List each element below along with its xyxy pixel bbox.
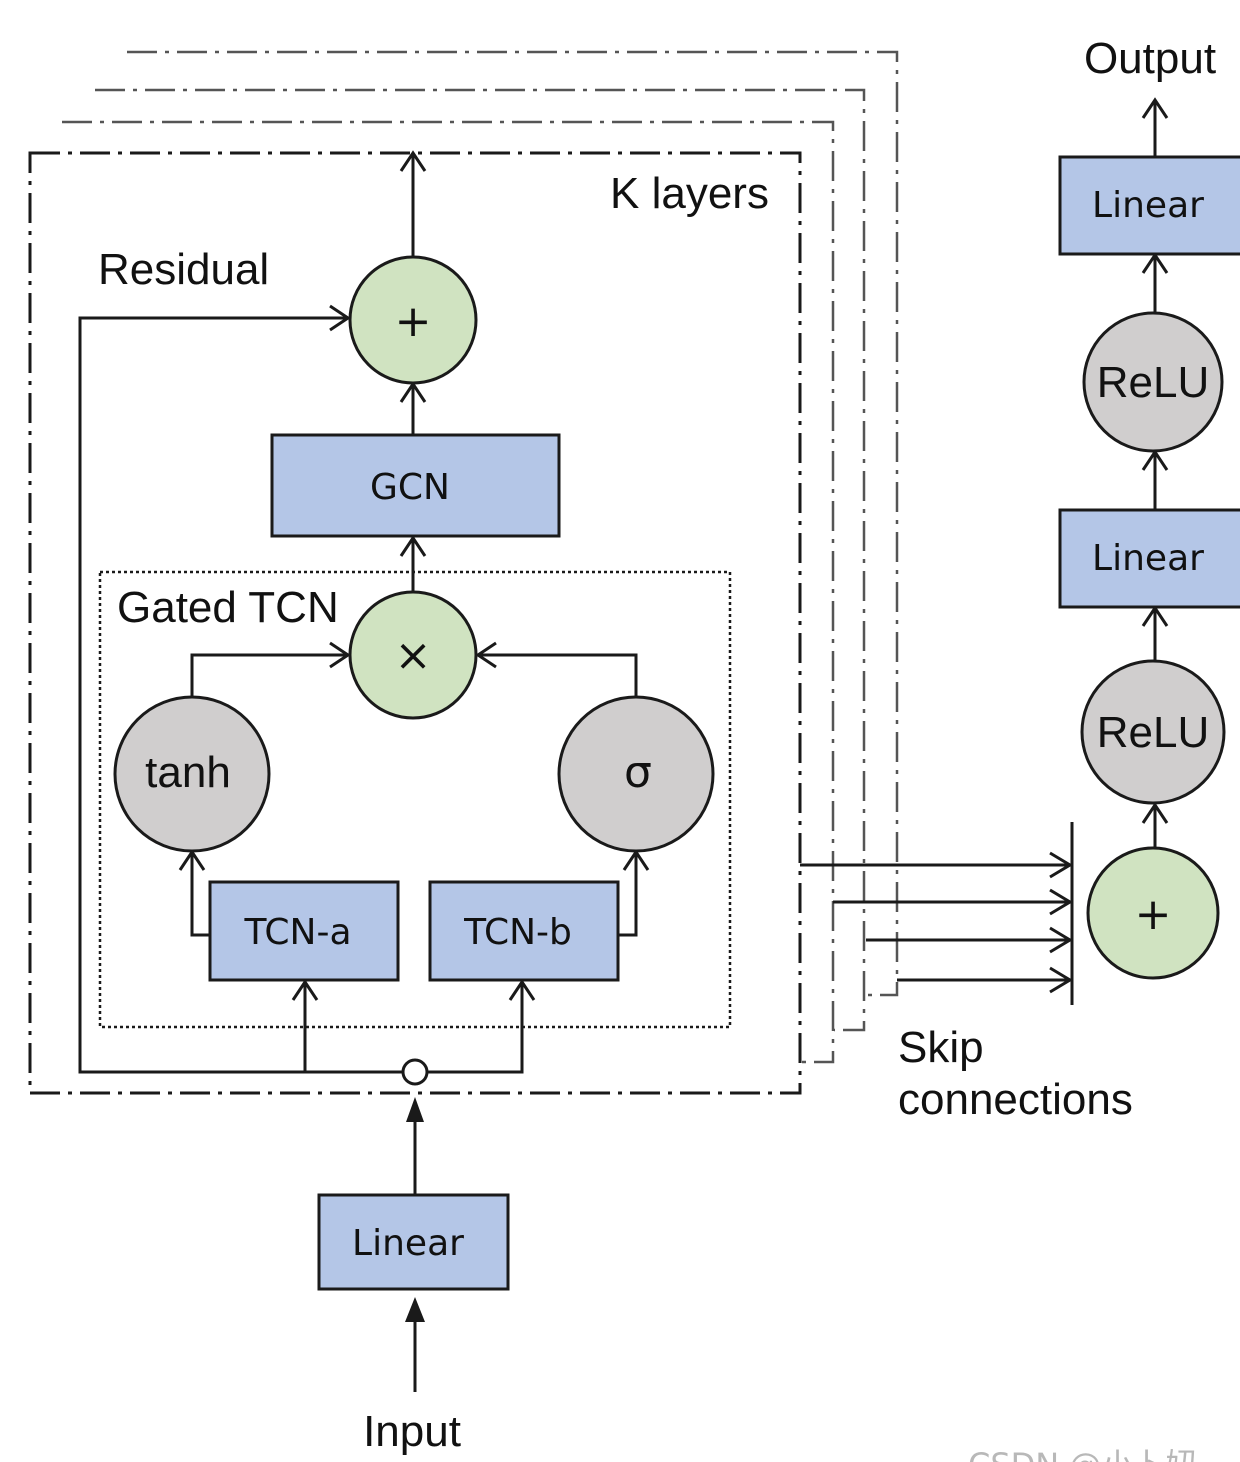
relu-1-node xyxy=(1082,311,1224,453)
watermark: CSDN @小卜妞~ xyxy=(968,1446,1224,1462)
tanh-node xyxy=(113,695,271,853)
residual-arrowhead xyxy=(329,304,351,332)
k-layers-label: K layers xyxy=(610,169,769,218)
skip-connections-label-2: connections xyxy=(898,1075,1133,1124)
gcn-in-arrowhead xyxy=(399,535,427,557)
multiply-right-arrowhead xyxy=(475,641,497,669)
linear-in-label: Linear xyxy=(352,1223,464,1264)
residual-add-label: + xyxy=(395,296,432,347)
skip-add-label: + xyxy=(1135,889,1172,940)
layer-frame-main xyxy=(28,151,802,1095)
tcn-a-label: TCN-a xyxy=(244,912,352,953)
skip-arrowhead-4 xyxy=(1049,966,1073,994)
relu-1-label: ReLU xyxy=(1097,358,1210,407)
tcn-b-to-sigma-wire xyxy=(618,852,638,937)
linear-out-box xyxy=(1058,155,1240,256)
split-to-tcn-b-wire xyxy=(427,982,524,1074)
skip-add-node xyxy=(1086,846,1220,980)
multiply-node xyxy=(348,590,478,720)
relu-2-in-arrowhead xyxy=(1141,802,1169,824)
output-label: Output xyxy=(1084,34,1216,83)
tcn-a-in-arrowhead xyxy=(291,979,319,1001)
multiply-label: × xyxy=(395,630,432,681)
linear-mid-label: Linear xyxy=(1092,538,1204,579)
skip-connections-label-1: Skip xyxy=(898,1023,984,1072)
linear-out-label: Linear xyxy=(1092,185,1204,226)
tcn-b-box xyxy=(428,880,620,982)
gcn-box xyxy=(270,433,561,538)
sigma-node xyxy=(557,695,715,853)
tcn-b-label: TCN-b xyxy=(463,912,572,953)
gated-tcn-label: Gated TCN xyxy=(117,583,339,632)
gated-tcn-frame xyxy=(98,570,732,1029)
tcn-a-to-tanh-wire xyxy=(190,852,210,937)
tanh-label: tanh xyxy=(145,748,231,797)
relu-2-label: ReLU xyxy=(1097,708,1210,757)
tanh-to-multiply-wire xyxy=(190,653,348,696)
layer-output-arrowhead xyxy=(399,150,427,172)
tcn-a-box xyxy=(208,880,400,982)
gcn-label: GCN xyxy=(370,467,450,508)
linear-mid-box xyxy=(1058,508,1240,609)
residual-wire xyxy=(78,316,403,1074)
relu-2-node xyxy=(1080,659,1226,805)
output-arrowhead xyxy=(1141,97,1169,119)
linear-in-box xyxy=(317,1193,510,1291)
split-arrowhead xyxy=(406,1097,424,1122)
split-node xyxy=(401,1058,429,1086)
layer-frame-back-3 xyxy=(127,50,899,997)
input-label: Input xyxy=(363,1407,461,1456)
residual-label: Residual xyxy=(98,245,269,294)
sigma-label: σ xyxy=(624,747,652,798)
layer-frame-back-2 xyxy=(95,88,866,1032)
multiply-left-arrowhead xyxy=(329,641,351,669)
residual-add-node xyxy=(348,255,478,385)
layer-frame-back-1 xyxy=(62,120,835,1064)
input-arrowhead xyxy=(405,1297,425,1322)
skip-arrowhead-3 xyxy=(1049,926,1073,954)
skip-arrowhead-1 xyxy=(1049,851,1073,879)
skip-arrowhead-2 xyxy=(1049,888,1073,916)
tcn-b-in-arrowhead xyxy=(508,979,536,1001)
sigma-to-multiply-wire xyxy=(478,653,638,696)
